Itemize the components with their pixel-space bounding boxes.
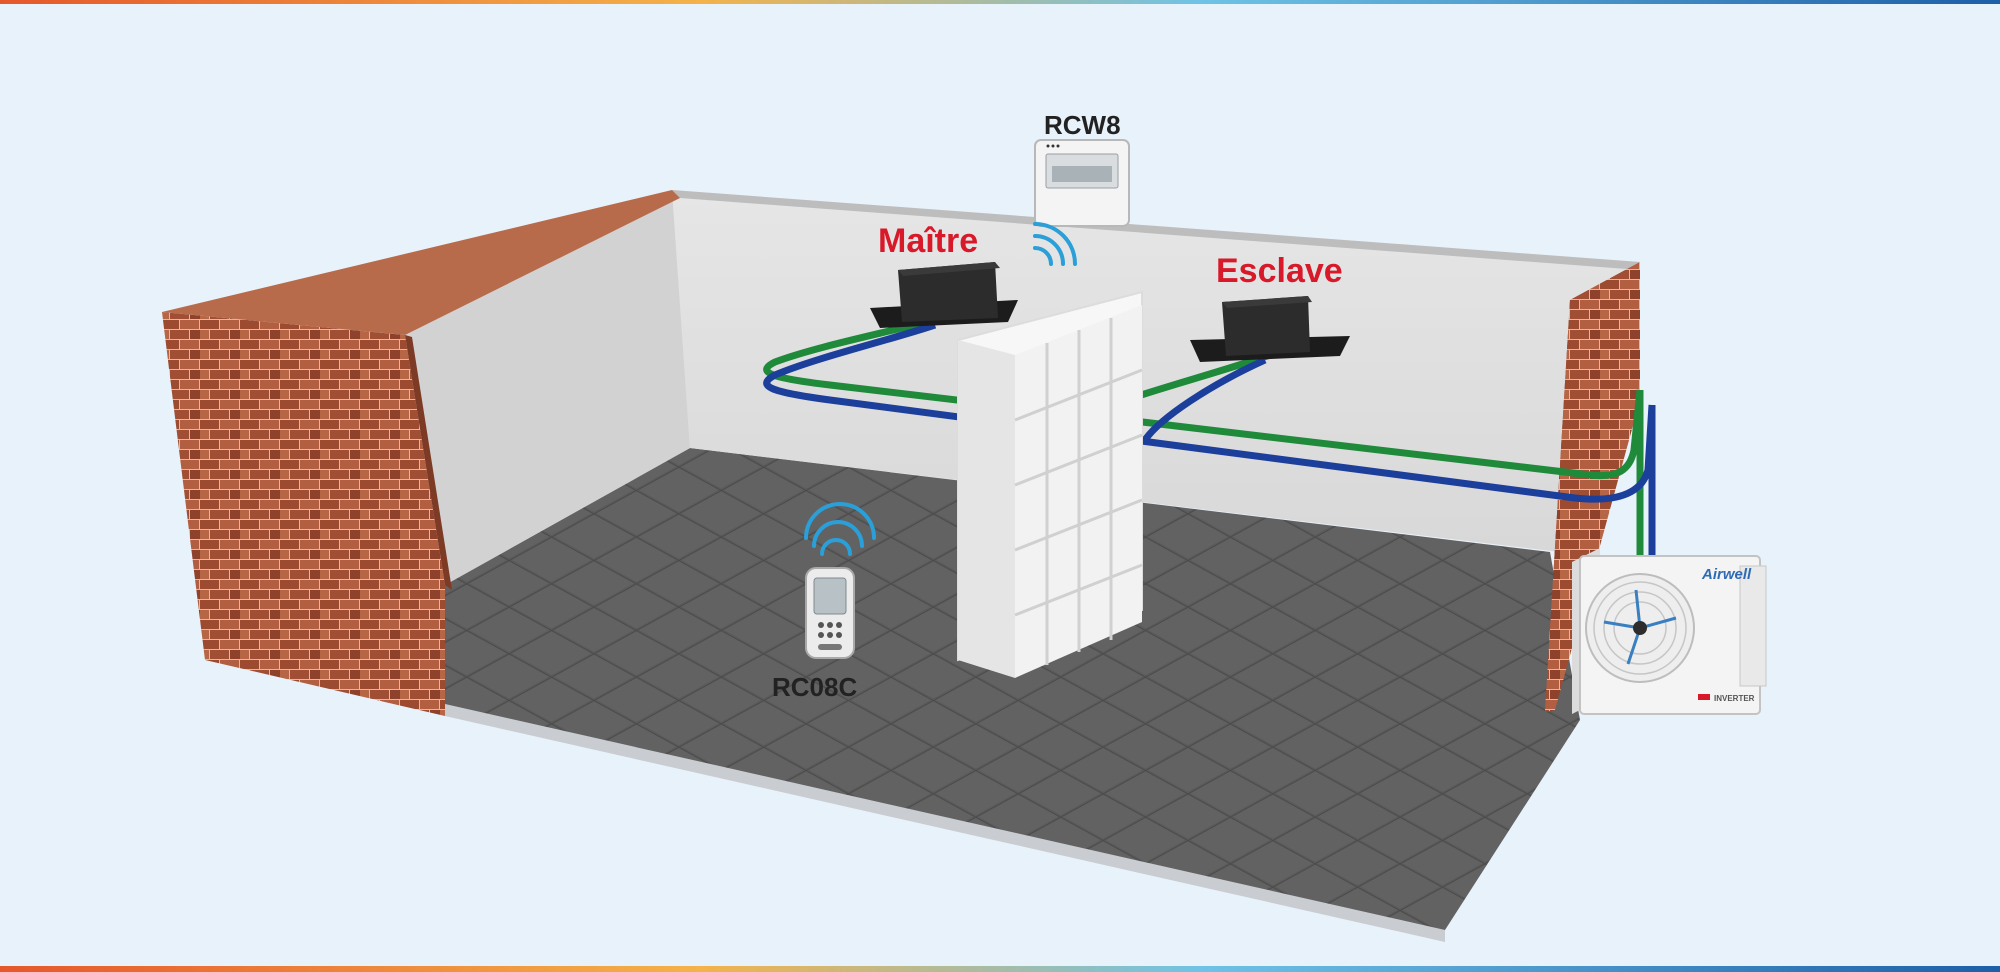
outdoor-unit-badge: INVERTER <box>1714 694 1755 703</box>
left-brick-wall <box>162 312 445 716</box>
floor <box>445 448 1580 930</box>
bookshelf <box>957 290 1143 678</box>
slave-unit-label: Esclave <box>1216 252 1343 290</box>
left-wall-top <box>162 190 680 335</box>
wall-controller-label: RCW8 <box>1044 110 1121 140</box>
outdoor-unit-brand: Airwell <box>1702 566 1752 583</box>
remote-control-icon <box>805 567 855 659</box>
bottom-color-bar <box>0 966 2000 972</box>
wall-controller-icon <box>1034 139 1130 227</box>
outdoor-unit <box>1572 548 1767 715</box>
pipe-green <box>763 314 1644 480</box>
master-unit-label: Maître <box>878 222 979 260</box>
top-color-bar <box>0 0 2000 4</box>
fan-icon <box>1585 573 1695 683</box>
left-interior-wall <box>405 190 690 585</box>
pipe-blue <box>763 321 1656 503</box>
slave-indoor-unit <box>1190 296 1350 362</box>
wifi-waves-icon <box>804 502 876 556</box>
remote-control-label: RC08C <box>772 672 858 702</box>
master-indoor-unit <box>870 262 1018 328</box>
floor-edge <box>445 704 1445 942</box>
wifi-waves-icon <box>1033 222 1077 266</box>
